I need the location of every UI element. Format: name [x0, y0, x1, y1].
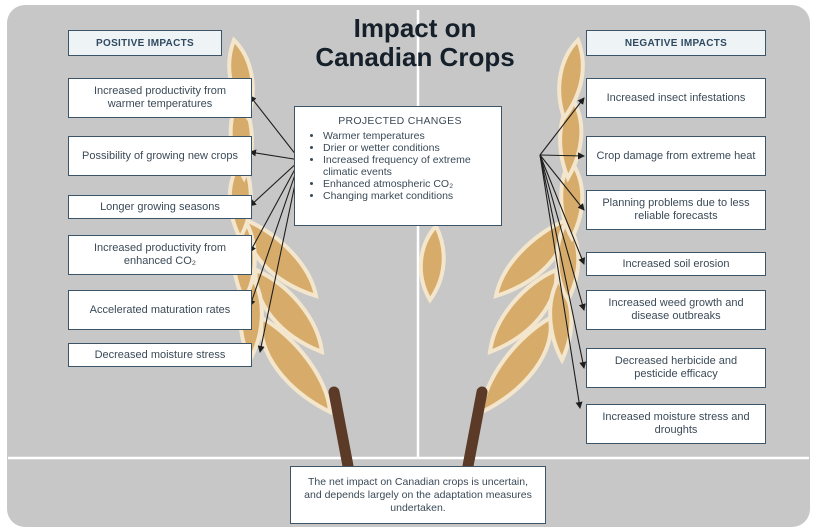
- negative-impact-box: Crop damage from extreme heat: [586, 136, 766, 176]
- negative-impacts-header: NEGATIVE IMPACTS: [586, 30, 766, 56]
- negative-impact-box: Increased moisture stress and droughts: [586, 404, 766, 444]
- projected-change-item: Warmer temperatures: [323, 130, 491, 142]
- projected-changes-list: Warmer temperatures Drier or wetter cond…: [309, 130, 491, 202]
- projected-change-item: Drier or wetter conditions: [323, 142, 491, 154]
- positive-impact-box: Possibility of growing new crops: [68, 136, 252, 176]
- positive-impacts-header: POSITIVE IMPACTS: [68, 30, 222, 56]
- projected-changes-box: PROJECTED CHANGES Warmer temperatures Dr…: [294, 106, 502, 226]
- stem-left: [328, 386, 354, 472]
- negative-impact-box: Planning problems due to less reliable f…: [586, 190, 766, 230]
- positive-impact-box: Increased productivity from warmer tempe…: [68, 78, 252, 118]
- net-impact-box: The net impact on Canadian crops is unce…: [290, 466, 546, 524]
- positive-impact-box: Accelerated maturation rates: [68, 290, 252, 330]
- title-line-2: Canadian Crops: [315, 42, 515, 72]
- negative-impact-box: Decreased herbicide and pesticide effica…: [586, 348, 766, 388]
- positive-impact-box: Decreased moisture stress: [68, 343, 252, 367]
- positive-impact-box: Increased productivity from enhanced CO₂: [68, 235, 252, 275]
- background-panel: [7, 5, 810, 527]
- projected-changes-title: PROJECTED CHANGES: [338, 115, 462, 127]
- projected-change-item: Enhanced atmospheric CO₂: [323, 178, 491, 190]
- arrows-positive: [248, 95, 301, 353]
- negative-impact-box: Increased weed growth and disease outbre…: [586, 290, 766, 330]
- negative-impact-box: Increased soil erosion: [586, 252, 766, 276]
- wheat-right: [418, 36, 585, 416]
- positive-impact-box: Longer growing seasons: [68, 195, 252, 219]
- negative-impact-box: Increased insect infestations: [586, 78, 766, 118]
- projected-change-item: Increased frequency of extreme climatic …: [323, 154, 491, 178]
- diagram-title: Impact on Canadian Crops: [290, 14, 540, 72]
- arrows-negative: [539, 97, 587, 409]
- projected-change-item: Changing market conditions: [323, 190, 491, 202]
- leaf: [418, 222, 446, 304]
- stem-right: [462, 386, 488, 472]
- leaf: [557, 36, 585, 123]
- title-line-1: Impact on: [353, 13, 477, 43]
